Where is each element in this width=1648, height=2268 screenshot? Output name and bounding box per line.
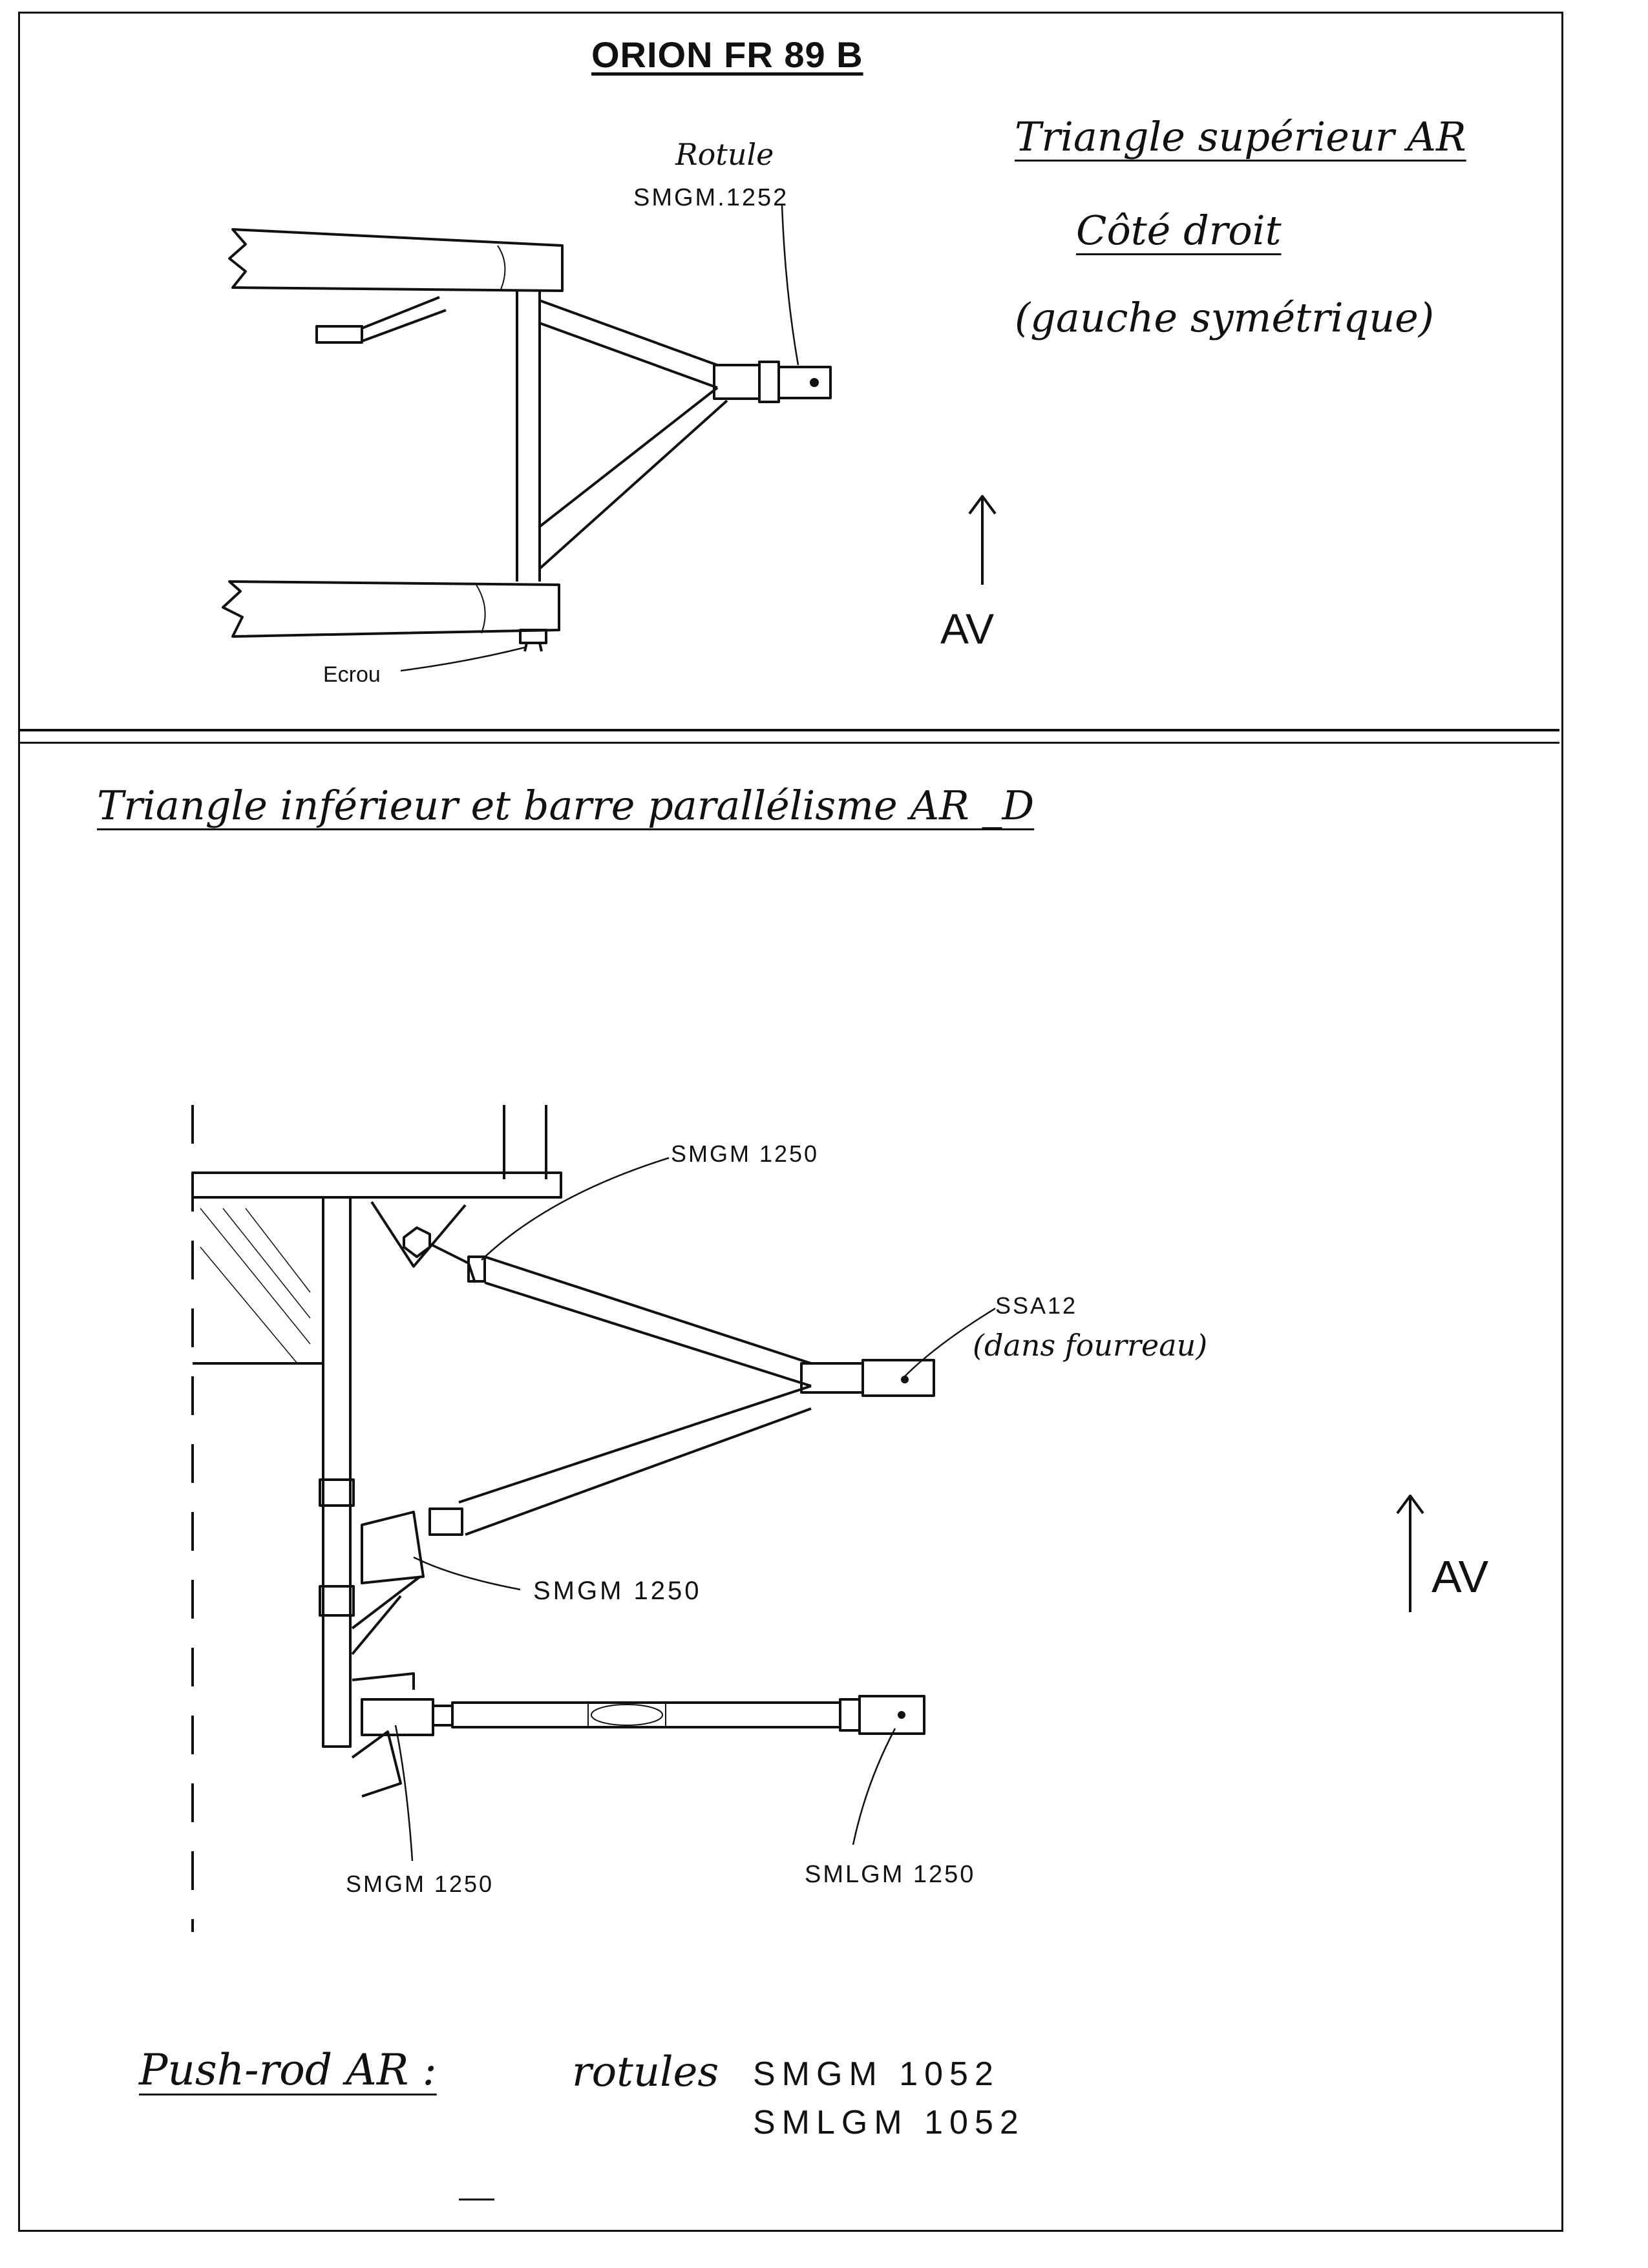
panel-divider-inner xyxy=(19,742,1559,744)
leader-bottom-right xyxy=(852,1728,896,1845)
lower-front-bracket xyxy=(370,1201,467,1268)
lower-label-bottom-right: SMLGM 1250 xyxy=(805,1861,976,1888)
lower-rear-bracket xyxy=(319,1478,425,1655)
rotules-word: rotules xyxy=(572,2048,719,2096)
lower-av-label: AV xyxy=(1431,1551,1489,1602)
leader-middle xyxy=(413,1556,521,1591)
pushrod-label: Push-rod AR : xyxy=(139,2045,437,2095)
panel-divider xyxy=(19,729,1559,731)
lower-label-bottom-left: SMGM 1250 xyxy=(346,1871,494,1897)
lower-label-apex-part: SSA12 xyxy=(995,1292,1078,1319)
upper-av-label: AV xyxy=(940,605,995,653)
rotule-leader xyxy=(781,205,799,366)
lower-label-top: SMGM 1250 xyxy=(671,1140,819,1167)
upper-nut xyxy=(519,629,547,652)
upper-vertical-post xyxy=(516,291,541,582)
lower-heading: Triangle inférieur et barre parallélisme… xyxy=(97,782,1035,829)
ecrou-label: Ecrou xyxy=(323,662,381,687)
upper-symmetry-note: (gauche symétrique) xyxy=(1015,294,1435,341)
lower-direction-arrow xyxy=(1396,1495,1424,1612)
lower-chassis-structure xyxy=(191,1105,562,1932)
upper-frame-tube-bottom xyxy=(222,580,560,638)
leader-top xyxy=(481,1157,670,1261)
rotule-part-number: SMGM.1252 xyxy=(633,184,789,211)
leader-bottom-left xyxy=(394,1725,414,1862)
leader-apex xyxy=(904,1307,996,1377)
upper-wishbone-arms xyxy=(538,299,728,570)
page-frame xyxy=(18,12,1563,2232)
toe-link-rod xyxy=(432,1695,925,1735)
upper-frame-tube-top xyxy=(228,228,564,292)
upper-side-label: Côté droit xyxy=(1076,207,1282,254)
toe-link-inner-bracket xyxy=(351,1672,434,1798)
upper-rod-end xyxy=(713,361,832,403)
document-title: ORION FR 89 B xyxy=(591,34,863,75)
upper-bracket-bar xyxy=(315,296,447,344)
upper-direction-arrow xyxy=(968,495,997,585)
pushrod-part-2: SMLGM 1052 xyxy=(753,2104,1025,2141)
lower-apex-spherical xyxy=(800,1359,935,1397)
rotule-label: Rotule xyxy=(675,137,774,172)
ecrou-leader xyxy=(400,646,525,672)
upper-heading: Triangle supérieur AR xyxy=(1015,113,1466,160)
lower-wishbone-front-arm xyxy=(484,1255,812,1387)
lower-wishbone-rear-arm xyxy=(428,1385,812,1536)
lower-label-apex-note: (dans fourreau) xyxy=(973,1328,1208,1363)
pushrod-part-1: SMGM 1052 xyxy=(753,2055,1000,2093)
lower-front-rod-end xyxy=(429,1243,486,1283)
lower-label-middle: SMGM 1250 xyxy=(533,1577,702,1605)
